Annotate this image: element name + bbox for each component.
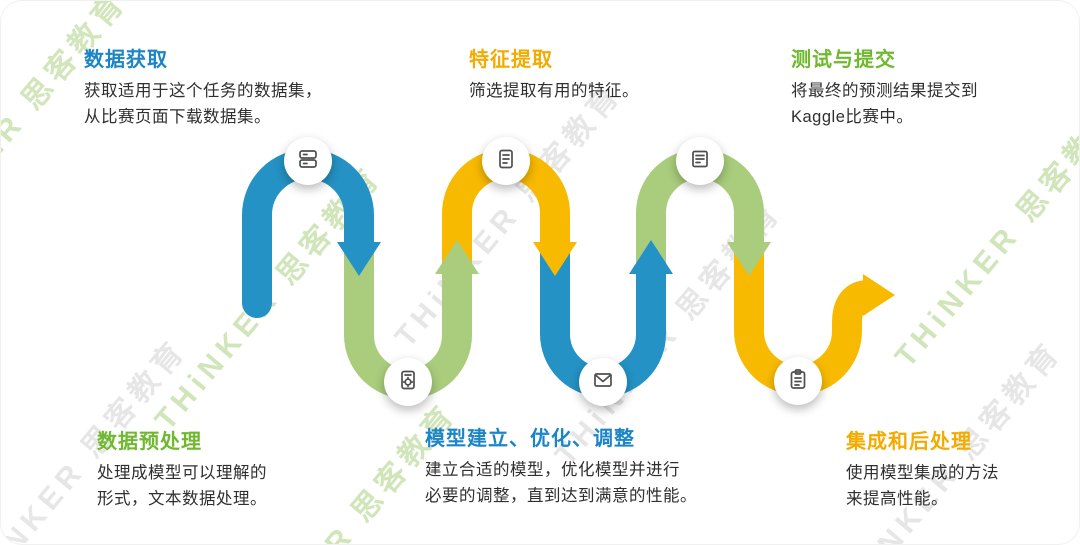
step-body: 使用模型集成的方法 来提高性能。 (846, 464, 999, 508)
step-title: 测试与提交 (791, 49, 896, 71)
newspaper-icon (688, 147, 712, 176)
document-icon (494, 147, 518, 176)
step-title: 特征提取 (469, 49, 553, 71)
step-body: 建立合适的模型，优化模型并进行 必要的调整，直到达到满意的性能。 (425, 461, 697, 505)
node-data-preprocessing (384, 358, 432, 406)
node-test-and-submit (676, 137, 724, 185)
flow-arrow-down-1 (337, 242, 381, 276)
flow-segment-yellow-2 (734, 245, 871, 395)
flow-arrow-up-2 (629, 240, 673, 274)
step-data-acquisition: 数据获取 获取适用于这个任务的数据集， 从比赛页面下载数据集。 (84, 43, 322, 130)
step-title: 数据获取 (84, 49, 168, 71)
step-body: 筛选提取有用的特征。 (469, 82, 639, 100)
node-model-building (579, 358, 627, 406)
envelope-icon (591, 368, 615, 397)
node-ensemble-postprocessing (774, 357, 822, 405)
step-title: 数据预处理 (97, 431, 202, 453)
step-test-and-submit: 测试与提交 将最终的预测结果提交到 Kaggle比赛中。 (791, 43, 978, 130)
books-icon (296, 147, 320, 176)
step-title: 集成和后处理 (846, 431, 972, 453)
step-model-building: 模型建立、优化、调整 建立合适的模型，优化模型并进行 必要的调整，直到达到满意的… (425, 422, 697, 509)
flow-arrow-down-3 (727, 242, 771, 276)
flow-arrow-down-2 (533, 242, 577, 276)
node-data-acquisition (284, 137, 332, 185)
step-feature-extraction: 特征提取 筛选提取有用的特征。 (469, 43, 639, 105)
clipboard-icon (786, 367, 810, 396)
step-data-preprocessing: 数据预处理 处理成模型可以理解的 形式，文本数据处理。 (97, 425, 267, 512)
flow-arrow-end-right (863, 274, 895, 316)
step-body: 处理成模型可以理解的 形式，文本数据处理。 (97, 464, 267, 508)
step-body: 将最终的预测结果提交到 Kaggle比赛中。 (791, 82, 978, 126)
flow-arrow-up-1 (435, 240, 479, 274)
step-body: 获取适用于这个任务的数据集， 从比赛页面下载数据集。 (84, 82, 322, 126)
step-ensemble-postprocessing: 集成和后处理 使用模型集成的方法 来提高性能。 (846, 425, 999, 512)
node-feature-extraction (482, 137, 530, 185)
step-title: 模型建立、优化、调整 (425, 428, 635, 450)
file-gear-icon (396, 368, 420, 397)
